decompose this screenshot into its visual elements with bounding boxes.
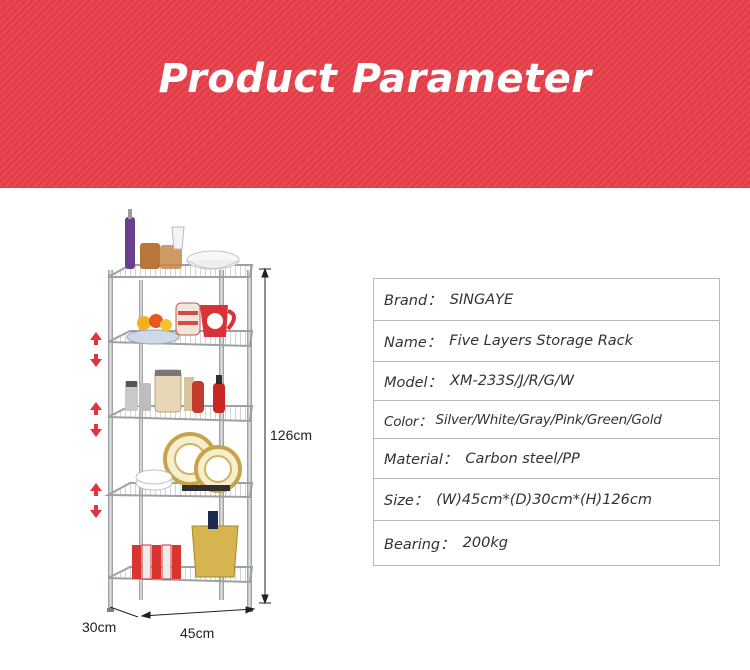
bearing-row: Bearing： 200kg bbox=[374, 521, 719, 565]
depth-dimension-line bbox=[109, 606, 139, 618]
height-dimension-line bbox=[259, 267, 271, 605]
param-value: XM-233S/J/R/G/W bbox=[450, 373, 575, 389]
up-down-arrow-icon bbox=[90, 402, 102, 437]
param-label: Bearing： bbox=[384, 536, 455, 553]
up-down-arrow-icon bbox=[90, 483, 102, 518]
rack-illustration bbox=[90, 209, 271, 619]
param-value: (W)45cm*(D)30cm*(H)126cm bbox=[436, 491, 652, 508]
param-label: Size： bbox=[384, 493, 429, 509]
brand-row: Brand： SINGAYE bbox=[374, 279, 719, 321]
param-value: Silver/White/Gray/Pink/Green/Gold bbox=[435, 411, 662, 428]
depth-label: 30cm bbox=[82, 619, 117, 635]
param-label: Model： bbox=[384, 374, 443, 391]
width-label: 45cm bbox=[180, 625, 215, 641]
param-value: SINGAYE bbox=[449, 291, 514, 308]
size-row: Size： (W)45cm*(D)30cm*(H)126cm bbox=[374, 479, 719, 521]
parameter-table: Brand： SINGAYE Name： Five Layers Storage… bbox=[373, 278, 720, 566]
param-value: Five Layers Storage Rack bbox=[449, 333, 634, 349]
param-label: Color： bbox=[384, 413, 432, 430]
material-row: Material： Carbon steel/PP bbox=[374, 439, 719, 479]
name-row: Name： Five Layers Storage Rack bbox=[374, 321, 719, 362]
color-row: Color： Silver/White/Gray/Pink/Green/Gold bbox=[374, 401, 719, 439]
param-value: Carbon steel/PP bbox=[465, 450, 580, 467]
param-label: Name： bbox=[384, 334, 442, 351]
param-value: 200kg bbox=[462, 535, 508, 551]
height-label: 126cm bbox=[270, 427, 313, 443]
header-banner: Product Parameter bbox=[0, 0, 750, 188]
param-label: Material： bbox=[384, 452, 458, 468]
model-row: Model： XM-233S/J/R/G/W bbox=[374, 362, 719, 401]
param-label: Brand： bbox=[384, 293, 442, 309]
page-title: Product Parameter bbox=[158, 56, 592, 102]
width-dimension-line bbox=[140, 606, 256, 619]
up-down-arrow-icon bbox=[90, 332, 102, 367]
